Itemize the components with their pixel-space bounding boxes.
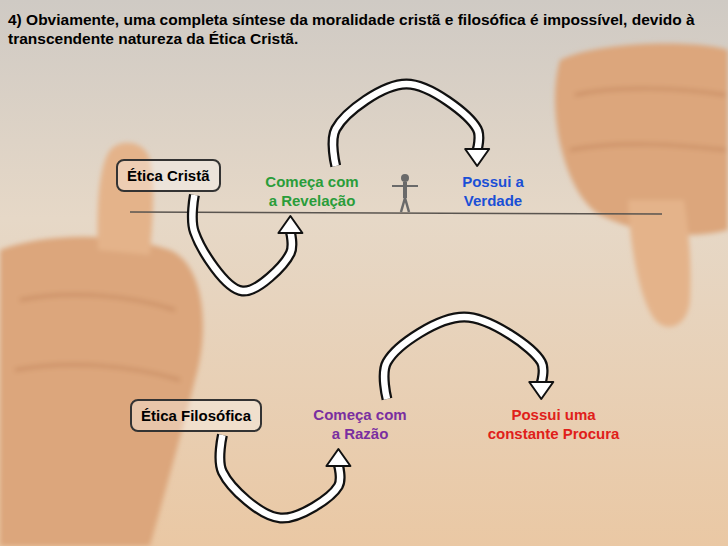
arrow-outline [333,84,479,166]
statement-text: Começa com a Razão [306,402,414,446]
statement-text: Possui uma constante Procura [477,402,630,446]
arrow-outline [220,435,340,518]
arrow-head [326,449,350,466]
node-text: Possui a Verdade [453,172,533,210]
node-text: Possui uma constante Procura [481,405,626,443]
node-text: Ética Cristã [127,166,210,185]
arrow-outline [384,317,543,399]
thumbs-up-hand [0,143,203,546]
statement-text: Possui a Verdade [449,169,537,213]
node-text: Ética Filosófica [141,406,251,425]
ethics-box: Ética Cristã [116,159,221,192]
arrow-head [278,216,302,233]
tightrope-walker [392,174,418,212]
thumbs-down-hand [555,43,728,326]
curved-arrow [333,84,489,166]
slide-title: 4) Obviamente, uma completa síntese da m… [8,10,720,48]
arrow-fill [384,317,543,399]
arrow-fill [220,435,340,518]
arrow-outline [192,195,292,291]
arrow-head [529,382,553,399]
arrow-fill [192,195,292,291]
node-text: Começa com a Razão [310,405,410,443]
arrow-fill [333,84,479,166]
curved-arrow [220,435,350,518]
tightrope [130,212,662,214]
curved-arrow [192,195,302,291]
curved-arrow [384,317,553,399]
node-text: Começa com a Revelação [262,172,362,210]
arrow-head [465,149,489,166]
statement-text: Começa com a Revelação [258,169,366,213]
title-text: 4) Obviamente, uma completa síntese da m… [8,11,695,47]
ethics-box: Ética Filosófica [130,399,262,432]
